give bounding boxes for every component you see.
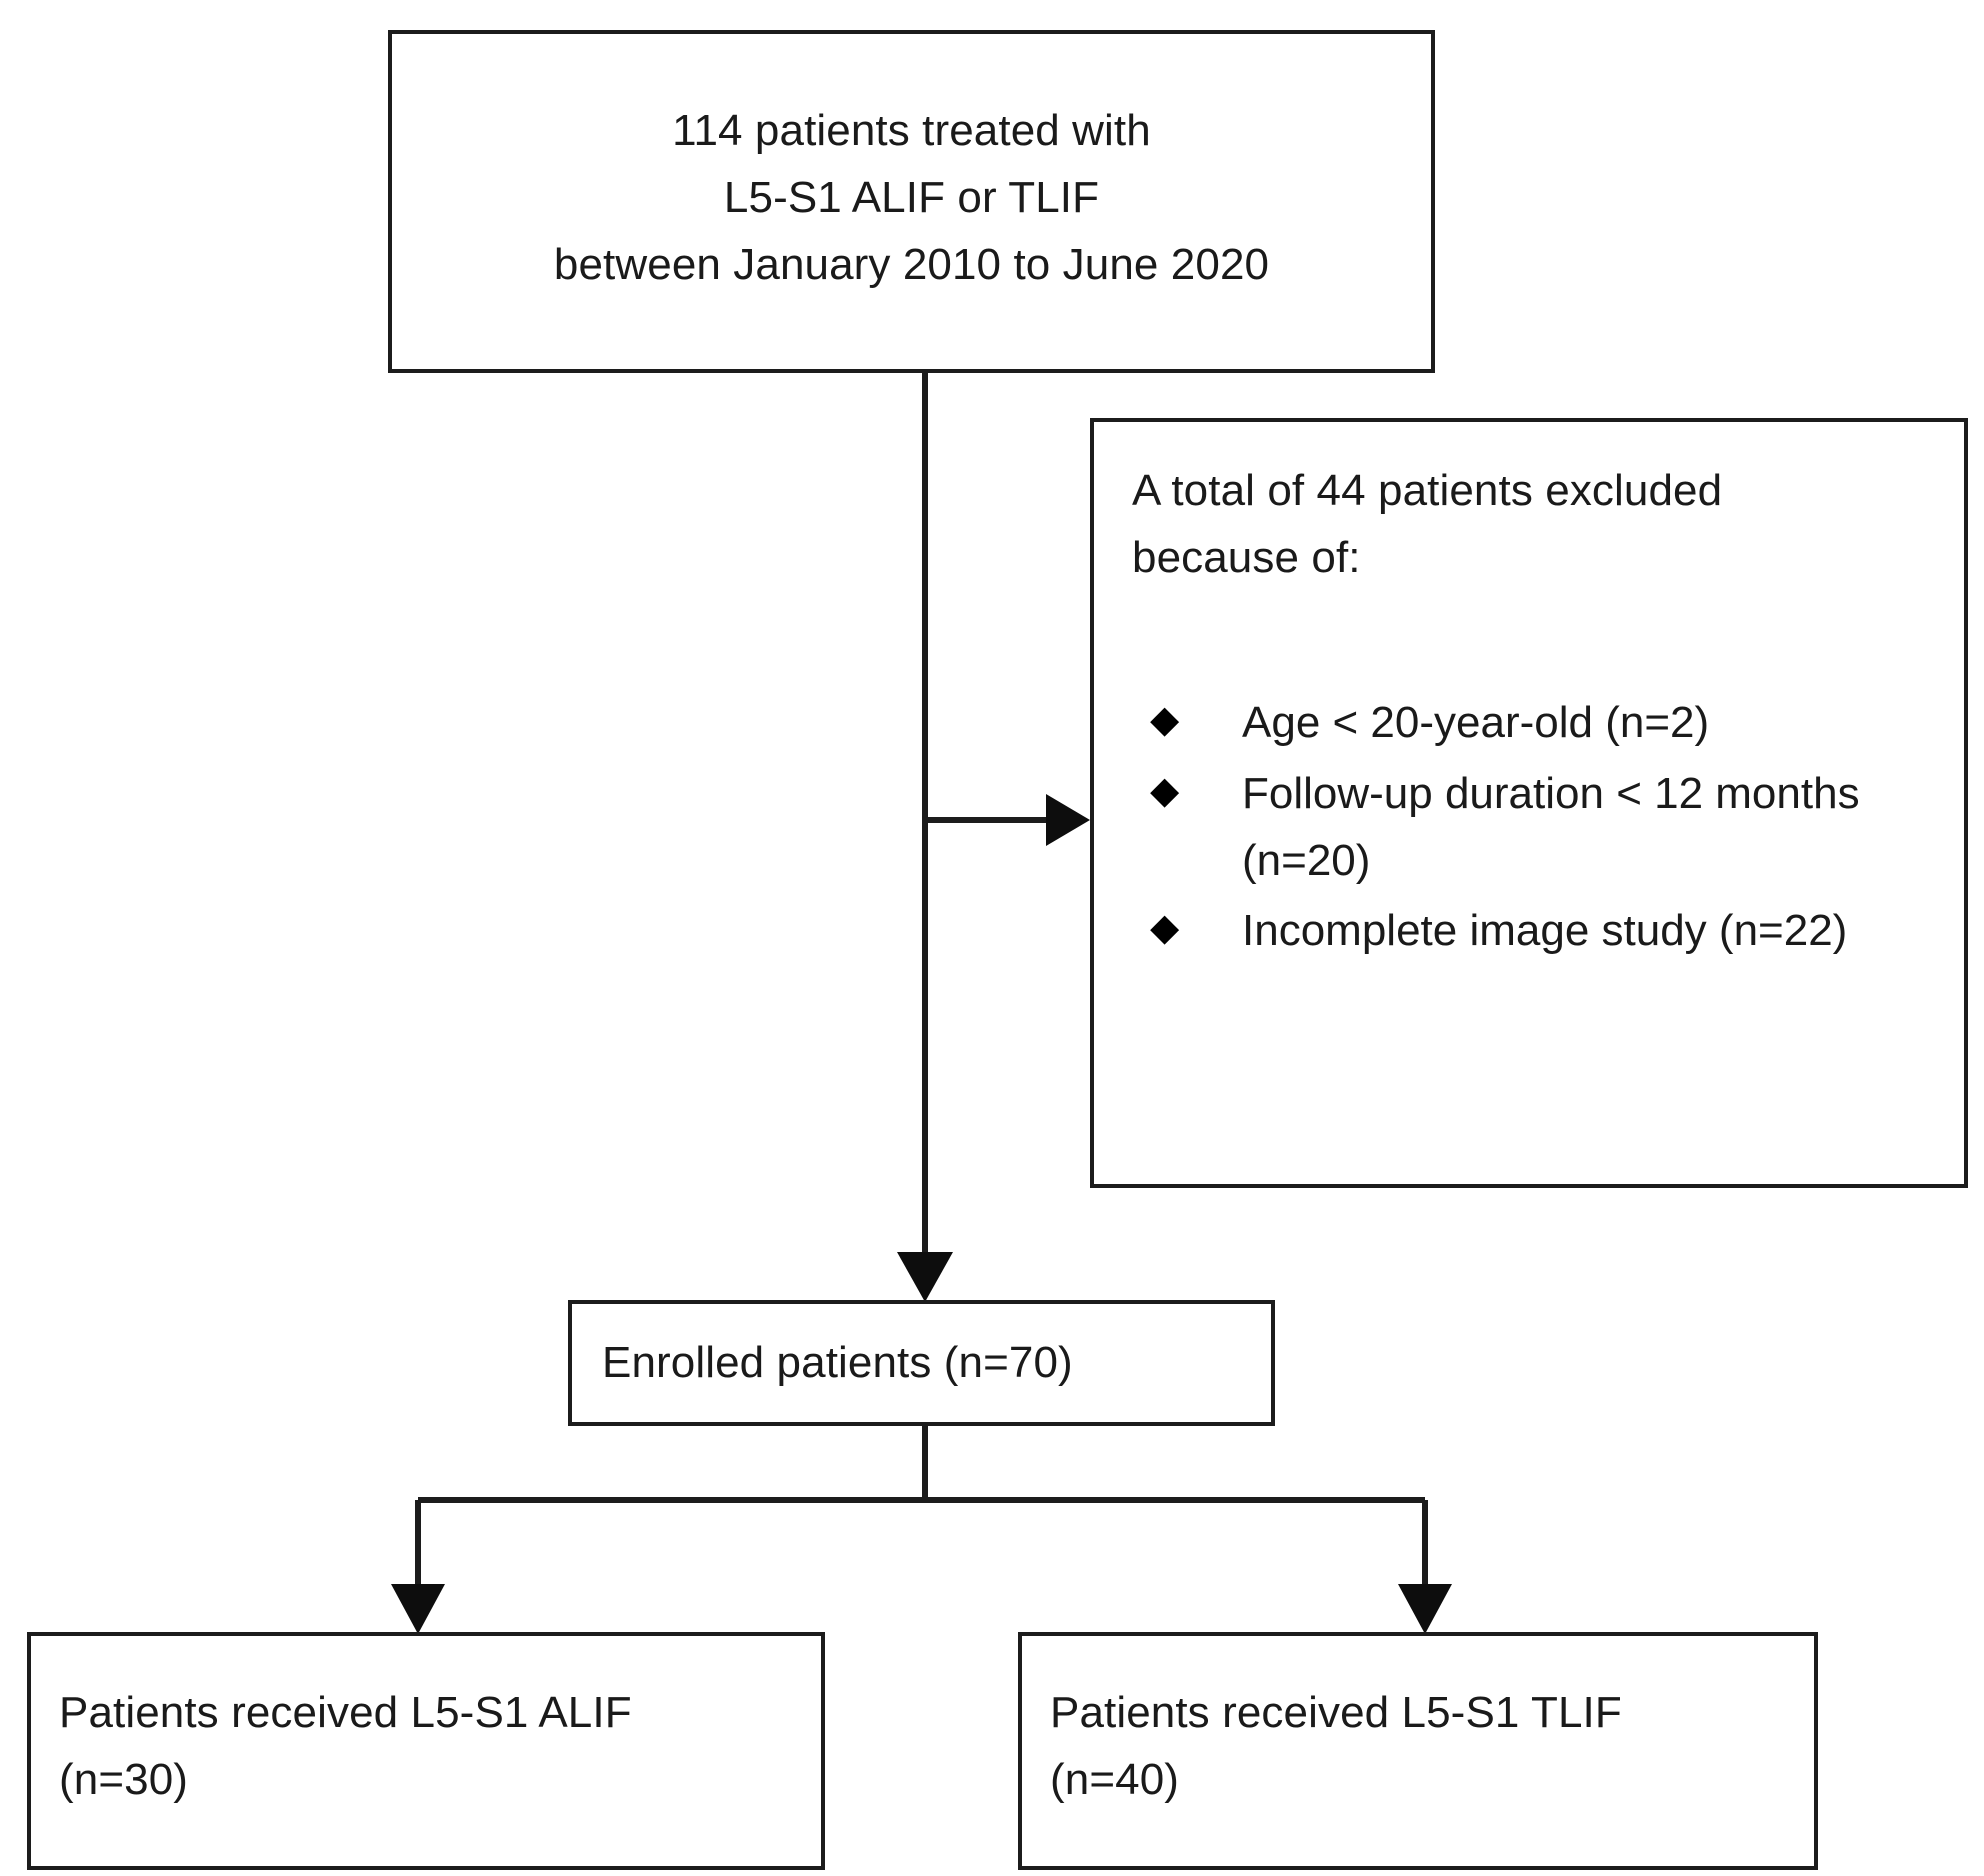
source-line-3: between January 2010 to June 2020 [553,239,1270,289]
exclusion-reason-label: Age < 20-year-old (n=2) [1242,697,1710,747]
exclusion-heading-line-2: because of: [1132,532,1361,582]
arrowhead-to-enrolled [897,1252,953,1302]
diamond-bullet-icon: ◆ [1150,907,1180,950]
list-item: ◆ Follow-up duration < 12 months (n=20) [1132,761,1938,895]
source-line-1: 114 patients treated with [672,106,1151,156]
tlif-label-line-2: (n=40) [1050,1755,1180,1804]
enrolled-label: Enrolled patients (n=70) [602,1337,1073,1387]
alif-arm-box: Patients received L5-S1 ALIF (n=30) [27,1632,825,1870]
arrowhead-to-exclusion [1046,794,1090,846]
alif-label-line-1: Patients received L5-S1 ALIF [59,1688,632,1738]
list-item: ◆ Incomplete image study (n=22) [1132,898,1938,965]
arrowhead-to-alif [391,1584,445,1634]
diamond-bullet-icon: ◆ [1150,769,1180,812]
arrowhead-to-tlif [1398,1584,1452,1634]
alif-label-line-2: (n=30) [59,1755,189,1804]
source-population-box: 114 patients treated with L5-S1 ALIF or … [388,30,1435,373]
exclusion-reason-label: Incomplete image study (n=22) [1242,906,1848,956]
diamond-bullet-icon: ◆ [1150,698,1180,741]
source-line-2: L5-S1 ALIF or TLIF [723,173,1100,223]
exclusion-reason-list: ◆ Age < 20-year-old (n=2) ◆ Follow-up du… [1132,690,1938,970]
exclusion-heading-line-1: A total of 44 patients excluded [1132,466,1723,515]
exclusion-reason-label: Follow-up duration < 12 months (n=20) [1242,768,1860,885]
tlif-label-line-1: Patients received L5-S1 TLIF [1050,1688,1622,1738]
tlif-arm-box: Patients received L5-S1 TLIF (n=40) [1018,1632,1818,1870]
excluded-patients-box: A total of 44 patients excluded because … [1090,418,1968,1188]
enrolled-patients-box: Enrolled patients (n=70) [568,1300,1275,1426]
list-item: ◆ Age < 20-year-old (n=2) [1132,690,1938,757]
